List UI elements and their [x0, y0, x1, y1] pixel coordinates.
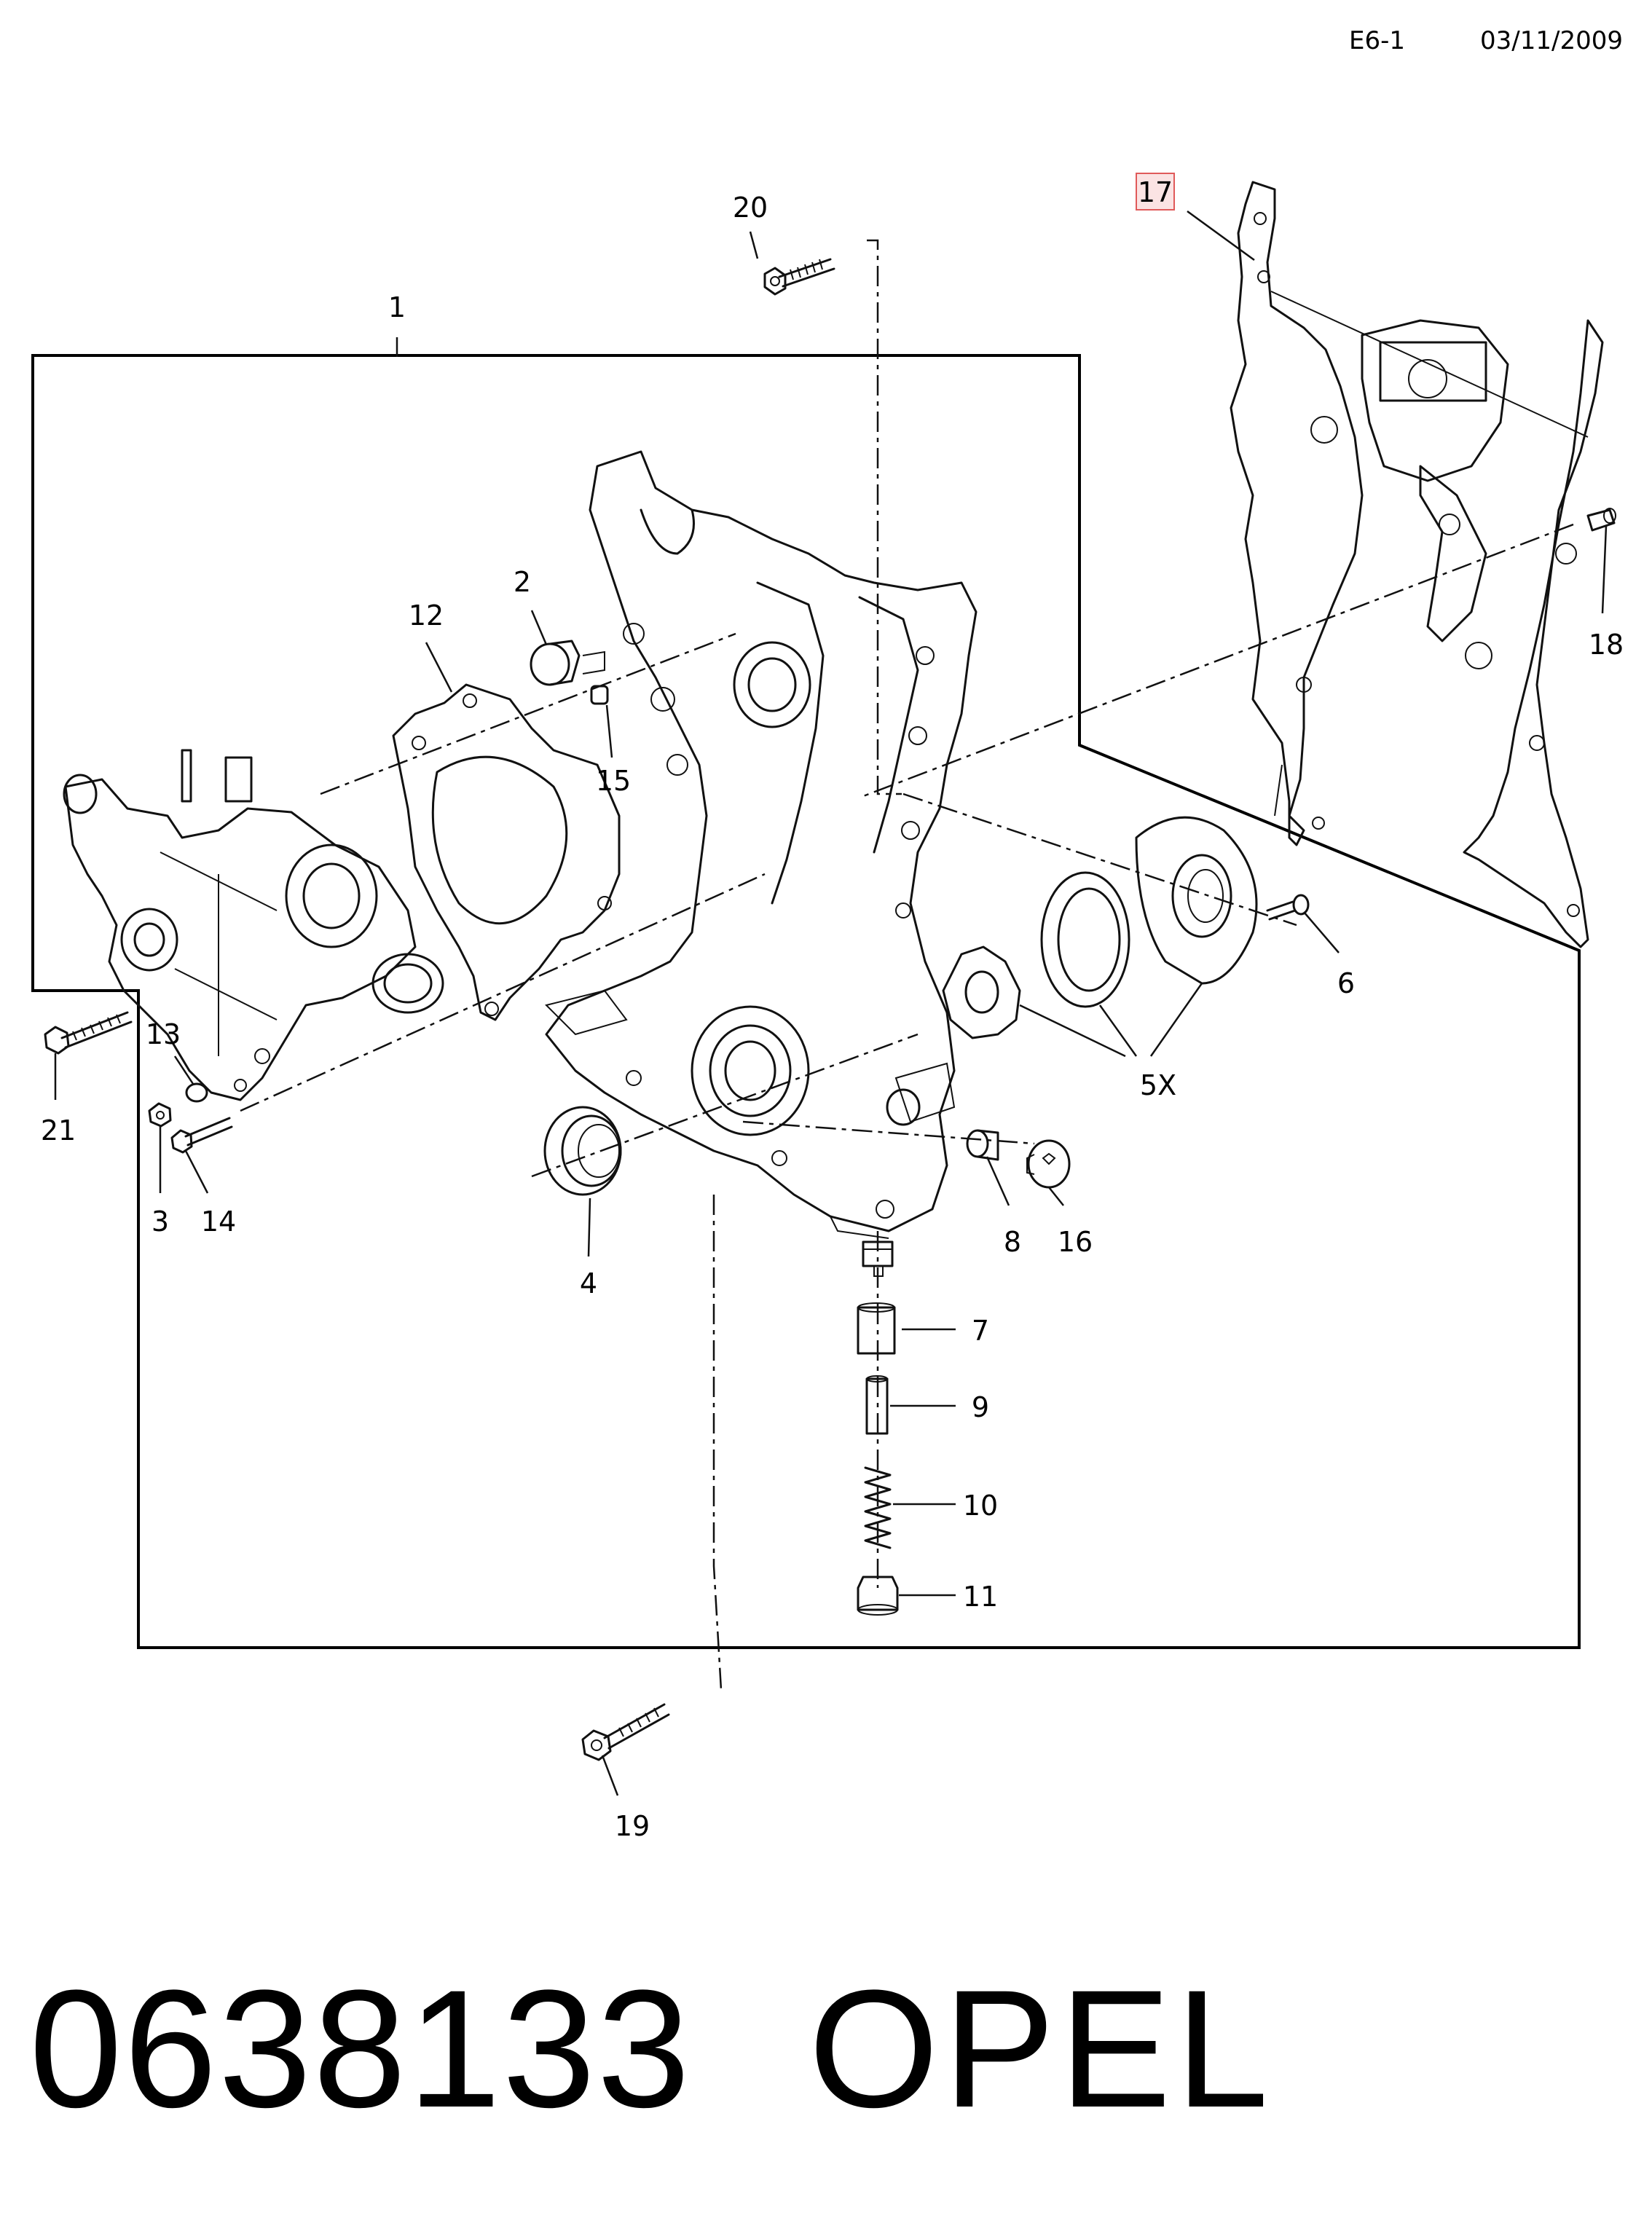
stud-part-14 [170, 1117, 233, 1154]
callout-10: 10 [963, 1490, 998, 1522]
spring-part-10 [864, 1466, 892, 1549]
callout-6: 6 [1337, 967, 1355, 999]
screw-part-6 [1266, 894, 1310, 921]
callout-8: 8 [1004, 1226, 1021, 1258]
brand-name: OPEL [809, 1955, 1273, 2142]
callout-18: 18 [1589, 629, 1624, 661]
exploded-view-diagram: 1 2 3 4 5X 6 7 8 9 10 11 12 13 14 15 16 … [31, 173, 1624, 1842]
callout-17-highlight-box [1136, 173, 1175, 211]
seal-part-4 [543, 1106, 622, 1196]
callout-7: 7 [972, 1315, 989, 1347]
nut-part-3 [148, 1102, 172, 1128]
callout-20: 20 [733, 192, 768, 224]
valve-piston-top [862, 1240, 894, 1277]
timing-case-cover [545, 450, 978, 1239]
pump-cover-part-5x [1135, 816, 1258, 985]
valve-piston-part-7 [857, 1302, 896, 1355]
sleeve-part-8 [966, 1129, 999, 1161]
pin-part-9 [865, 1375, 889, 1435]
gasket-part-17 [1230, 181, 1604, 948]
callout-17: 17 [1138, 176, 1173, 208]
plug-part-11 [857, 1576, 899, 1616]
dowel-part-15 [590, 685, 609, 705]
sheet-date: 03/11/2009 [1480, 26, 1623, 55]
callout-21: 21 [41, 1114, 76, 1147]
assembly-frame [31, 354, 1581, 1649]
part-number: 0638133 [29, 1955, 692, 2142]
callout-2: 2 [514, 566, 531, 598]
inner-gear-part-5x [942, 945, 1021, 1039]
callout-4: 4 [580, 1267, 597, 1299]
callout-13: 13 [146, 1018, 181, 1050]
plug-part-2 [530, 640, 605, 686]
callout-15: 15 [596, 765, 631, 797]
bolt-part-20 [763, 258, 835, 296]
callout-labels: 1 2 3 4 5X 6 7 8 9 10 11 12 13 14 15 16 … [41, 173, 1624, 1842]
callout-16: 16 [1058, 1226, 1093, 1258]
callout-1: 1 [388, 291, 406, 323]
bolt-part-21 [44, 1011, 133, 1055]
callout-19: 19 [615, 1810, 650, 1842]
pin-part-18 [1586, 508, 1616, 532]
callout-9: 9 [972, 1391, 989, 1423]
outer-gear-part-5x [1040, 871, 1130, 1008]
callout-12: 12 [409, 599, 444, 632]
oring-part-13 [185, 1082, 208, 1103]
assembly-axis-lines [240, 239, 1574, 1691]
leader-lines [54, 210, 1608, 1796]
callout-3: 3 [152, 1206, 169, 1238]
callout-5x: 5X [1140, 1069, 1176, 1101]
water-pump-housing [63, 749, 444, 1101]
callout-14: 14 [201, 1206, 236, 1238]
bolt-part-19 [581, 1703, 670, 1761]
plug-part-16 [1026, 1139, 1071, 1189]
gasket-part-12 [392, 683, 621, 1021]
sheet-id: E6-1 [1349, 26, 1406, 55]
callout-11: 11 [963, 1581, 998, 1613]
